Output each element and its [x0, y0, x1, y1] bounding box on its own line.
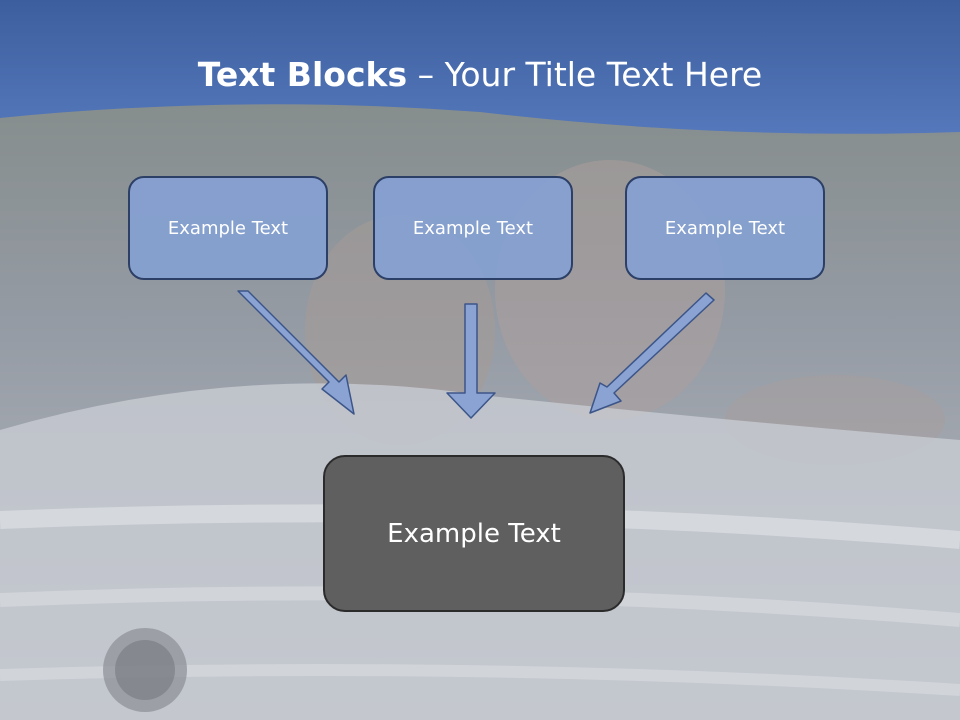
arrow-center-down	[446, 303, 496, 419]
arrow-left-diagonal	[237, 290, 355, 415]
title-dash: –	[407, 55, 445, 94]
target-text-block-label: Example Text	[387, 518, 561, 549]
title-bold-part: Text Blocks	[197, 55, 408, 94]
text-block-2: Example Text	[373, 176, 573, 280]
text-block-1: Example Text	[128, 176, 328, 280]
text-block-1-label: Example Text	[167, 217, 289, 239]
title-header-band	[0, 0, 960, 134]
slide-title: Text Blocks – Your Title Text Here	[0, 50, 960, 100]
text-block-3-label: Example Text	[664, 217, 786, 239]
target-text-block: Example Text	[323, 455, 625, 612]
text-block-3: Example Text	[625, 176, 825, 280]
title-rest: Your Title Text Here	[444, 55, 763, 94]
text-block-2-label: Example Text	[412, 217, 534, 239]
arrow-right-diagonal	[589, 292, 715, 414]
